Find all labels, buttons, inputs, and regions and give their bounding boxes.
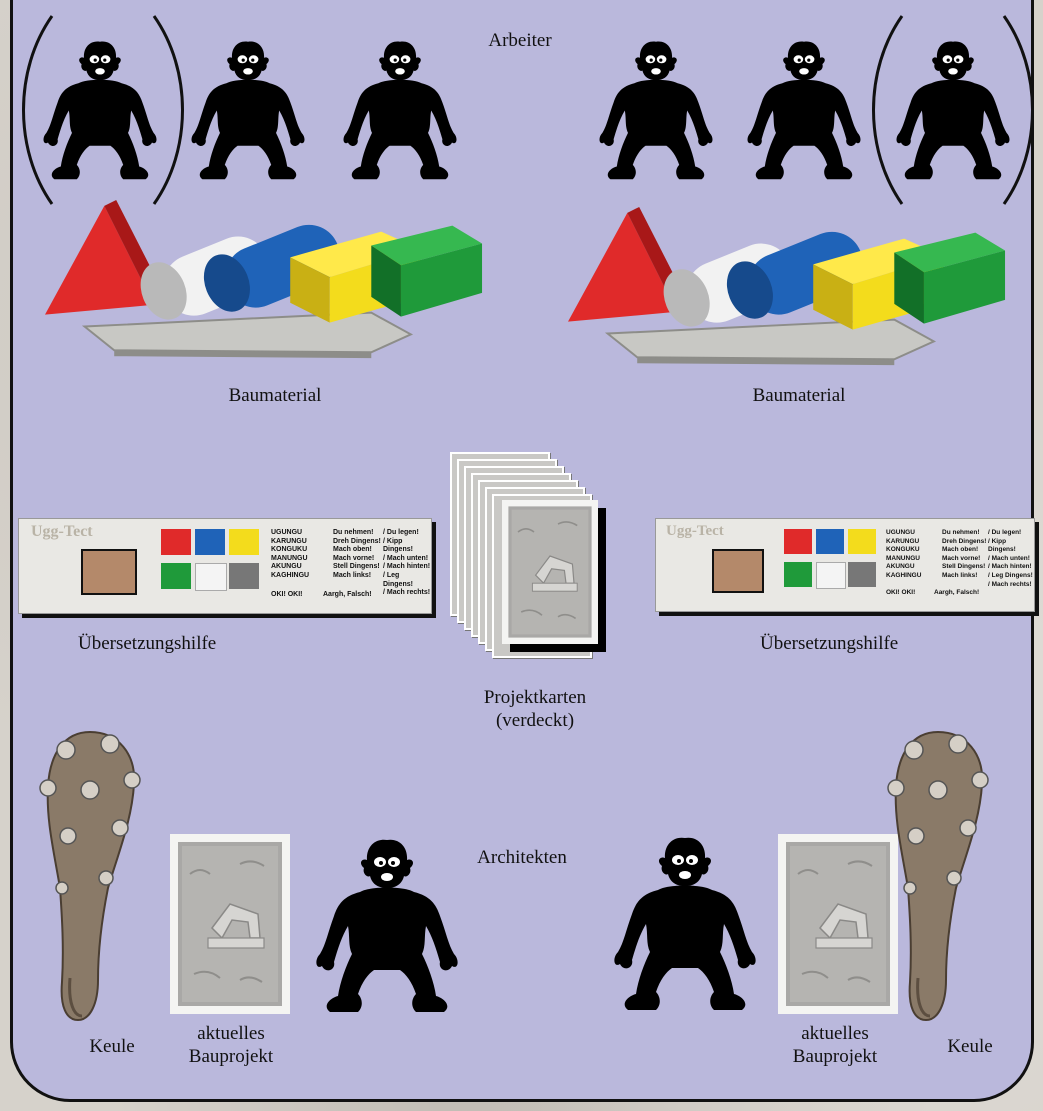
workers-label: Arbeiter <box>470 29 570 52</box>
material-label-right: Baumaterial <box>724 384 874 407</box>
gray-tile-icon <box>229 563 259 589</box>
architect-caveman-icon <box>610 834 760 1014</box>
red-tile-icon <box>784 529 812 554</box>
translation-aid-logo: Ugg-Tect <box>666 523 724 540</box>
translation-label-right: Übersetzungshilfe <box>760 632 960 655</box>
translation-words: UGUNGU KARUNGU KONGUKU MANUNGU AKUNGU KA… <box>886 529 940 581</box>
worker-caveman-icon <box>893 38 1013 183</box>
translation-opposites: / Du legen! / Kipp Dingens! / Mach unten… <box>383 529 431 598</box>
worker-caveman-icon <box>596 38 716 183</box>
green-tile-icon <box>784 562 812 587</box>
wrong-callout: Aargh, Falsch! <box>934 589 984 598</box>
white-tile-icon <box>195 563 227 591</box>
green-tile-icon <box>161 563 191 589</box>
yellow-tile-icon <box>848 529 876 554</box>
current-project-card-right <box>778 834 898 1014</box>
architect-caveman-icon <box>312 836 462 1016</box>
architects-label: Architekten <box>462 846 582 869</box>
club-label-left: Keule <box>72 1035 152 1058</box>
translation-label-left: Übersetzungshilfe <box>78 632 278 655</box>
blue-tile-icon <box>195 529 225 555</box>
worker-caveman-icon <box>188 38 308 183</box>
translation-aid-left: Ugg-Tect UGUNGU KARUNGU KONGUKU MANUNGU … <box>18 518 432 614</box>
current-project-label-right: aktuelles Bauprojekt <box>780 1022 890 1068</box>
wrong-callout: Aargh, Falsch! <box>323 591 373 600</box>
translation-meanings: Du nehmen! Dreh Dingens! Mach oben! Mach… <box>333 529 383 581</box>
material-label-left: Baumaterial <box>200 384 350 407</box>
translation-meanings: Du nehmen! Dreh Dingens! Mach oben! Mach… <box>942 529 988 581</box>
club-left-icon <box>40 728 140 1028</box>
club-right-icon <box>888 728 988 1028</box>
ok-callout: OKI! OKI! <box>886 589 926 598</box>
building-blocks-left <box>45 205 485 365</box>
translation-words: UGUNGU KARUNGU KONGUKU MANUNGU AKUNGU KA… <box>271 529 331 581</box>
project-card-stack <box>450 452 580 682</box>
translation-aid-portrait <box>712 549 764 593</box>
worker-caveman-icon <box>744 38 864 183</box>
current-project-card-left <box>170 834 290 1014</box>
ok-callout: OKI! OKI! <box>271 591 311 600</box>
red-tile-icon <box>161 529 191 555</box>
translation-aid-logo: Ugg-Tect <box>31 523 93 541</box>
translation-opposites: / Du legen! / Kipp Dingens! / Mach unten… <box>988 529 1034 589</box>
project-cards-label: Projektkarten (verdeckt) <box>480 686 590 732</box>
worker-caveman-icon <box>340 38 460 183</box>
translation-aid-portrait <box>81 549 137 595</box>
gray-tile-icon <box>848 562 876 587</box>
club-label-right: Keule <box>930 1035 1010 1058</box>
blue-tile-icon <box>816 529 844 554</box>
worker-caveman-icon <box>40 38 160 183</box>
white-tile-icon <box>816 562 846 589</box>
project-card-icon <box>502 500 598 644</box>
current-project-label-left: aktuelles Bauprojekt <box>176 1022 286 1068</box>
translation-aid-right: Ugg-Tect UGUNGU KARUNGU KONGUKU MANUNGU … <box>655 518 1035 612</box>
building-blocks-right <box>568 212 1008 372</box>
yellow-tile-icon <box>229 529 259 555</box>
